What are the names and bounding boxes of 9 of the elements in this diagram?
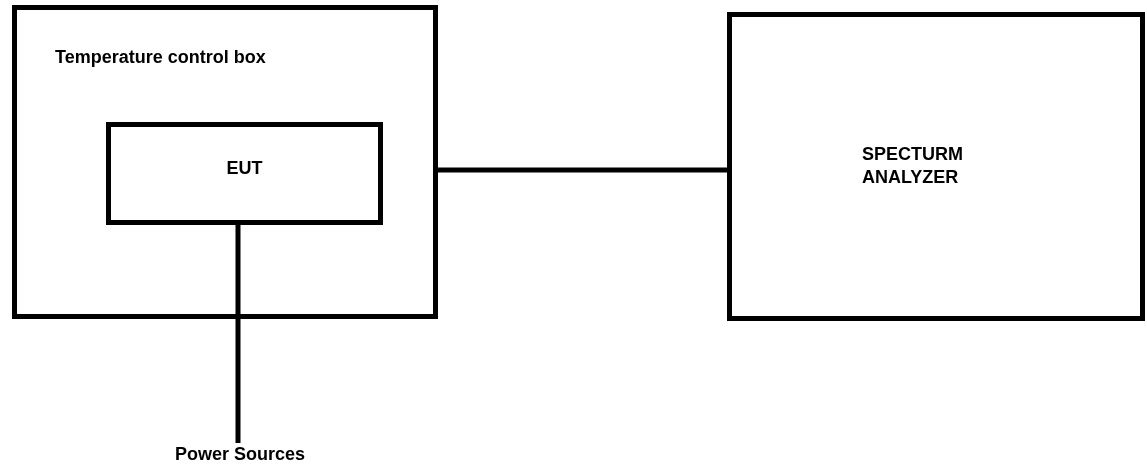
connector-line [438,167,727,173]
box-title: Temperature control box [55,46,266,69]
connector-line [235,225,241,443]
supply-label: Power Sources [173,443,307,466]
box-title: EUT [225,157,264,180]
analyzer-box [727,12,1145,321]
box-title: SPECTURM ANALYZER [862,143,964,188]
device-box [106,122,383,225]
chamber-box [12,5,438,319]
